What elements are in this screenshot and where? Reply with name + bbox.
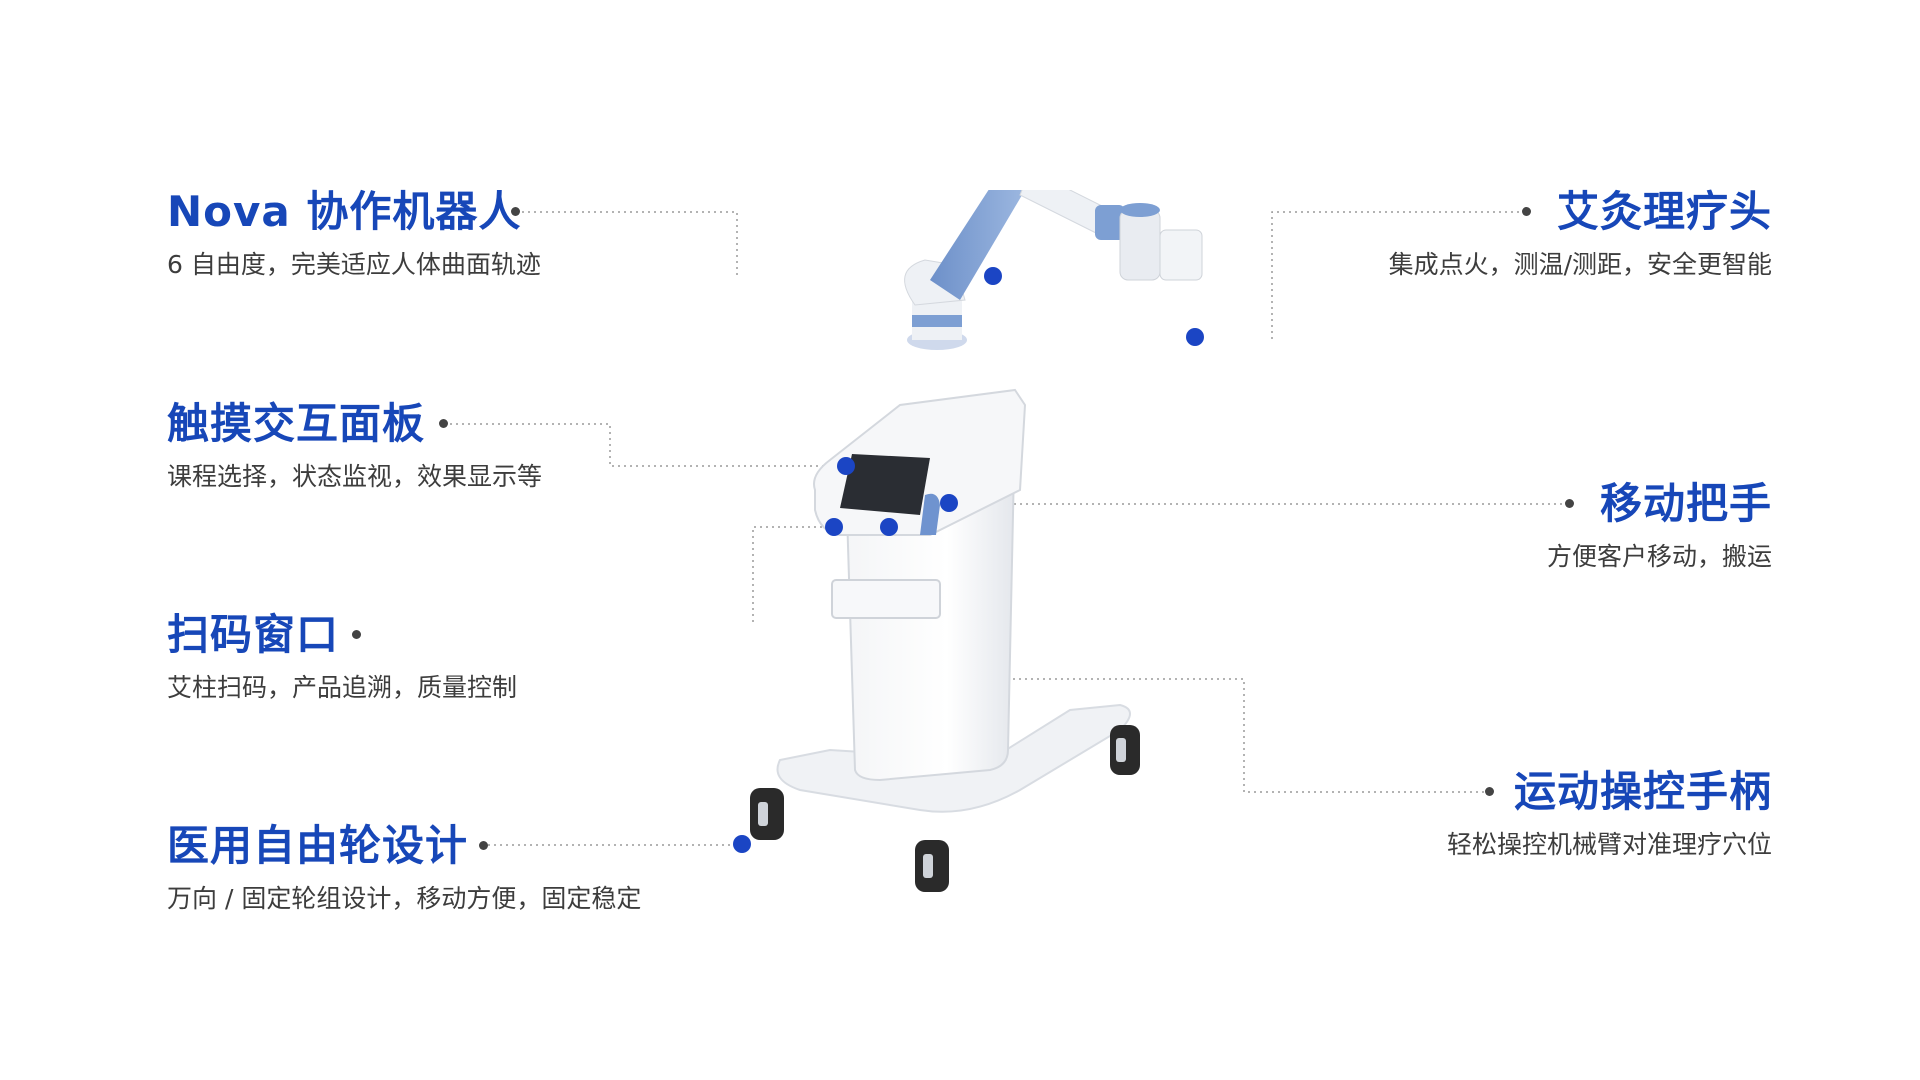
bullet-casters xyxy=(479,841,488,850)
feature-scan-window-desc: 艾柱扫码，产品追溯，质量控制 xyxy=(167,673,518,702)
bullet-scan-window xyxy=(352,630,361,639)
bullet-nova xyxy=(511,207,520,216)
bullet-handle xyxy=(1565,499,1574,508)
feature-casters-title: 医用自由轮设计 xyxy=(167,821,469,870)
connector-scan-window xyxy=(752,526,830,622)
bullet-moxa-head xyxy=(1522,207,1531,216)
marker-handle xyxy=(940,494,958,512)
feature-moxa-head: 艾灸理疗头 集成点火，测温/测距，安全更智能 xyxy=(1389,186,1772,282)
feature-handle: 移动把手 方便客户移动，搬运 xyxy=(1547,478,1772,574)
feature-casters-desc: 万向 / 固定轮组设计，移动方便，固定稳定 xyxy=(167,884,642,913)
feature-casters: 医用自由轮设计 万向 / 固定轮组设计，移动方便，固定稳定 xyxy=(167,820,641,916)
marker-nova xyxy=(984,267,1002,285)
feature-handle-title: 移动把手 xyxy=(1599,479,1772,528)
bullet-touch-panel xyxy=(439,419,448,428)
feature-touch-panel-title: 触摸交互面板 xyxy=(167,399,426,448)
marker-scan-window xyxy=(825,518,843,536)
moxibustion-robot-illustration xyxy=(750,190,1203,892)
feature-scan-window-title: 扫码窗口 xyxy=(167,610,340,659)
feature-moxa-head-title: 艾灸理疗头 xyxy=(1556,187,1772,236)
marker-moxa-head xyxy=(1186,328,1204,346)
feature-touch-panel-desc: 课程选择，状态监视，效果显示等 xyxy=(167,462,543,491)
marker-joystick xyxy=(880,518,898,536)
feature-handle-desc: 方便客户移动，搬运 xyxy=(1546,542,1772,571)
feature-touch-panel: 触摸交互面板 课程选择，状态监视，效果显示等 xyxy=(167,398,542,494)
feature-joystick-desc: 轻松操控机械臂对准理疗穴位 xyxy=(1446,830,1772,859)
feature-nova: Nova 协作机器人 6 自由度，完美适应人体曲面轨迹 xyxy=(167,186,541,282)
feature-scan-window: 扫码窗口 艾柱扫码，产品追溯，质量控制 xyxy=(167,609,517,705)
feature-nova-desc: 6 自由度，完美适应人体曲面轨迹 xyxy=(167,250,541,279)
feature-moxa-head-desc: 集成点火，测温/测距，安全更智能 xyxy=(1388,250,1772,279)
connector-touch-panel xyxy=(450,423,843,467)
connector-nova xyxy=(522,211,738,278)
marker-casters xyxy=(733,835,751,853)
feature-joystick: 运动操控手柄 轻松操控机械臂对准理疗穴位 xyxy=(1447,766,1772,862)
feature-nova-title: Nova 协作机器人 xyxy=(167,187,522,236)
connector-moxa-head xyxy=(1271,211,1525,340)
feature-joystick-title: 运动操控手柄 xyxy=(1513,767,1772,816)
marker-touch-panel xyxy=(837,457,855,475)
bullet-joystick xyxy=(1485,787,1494,796)
